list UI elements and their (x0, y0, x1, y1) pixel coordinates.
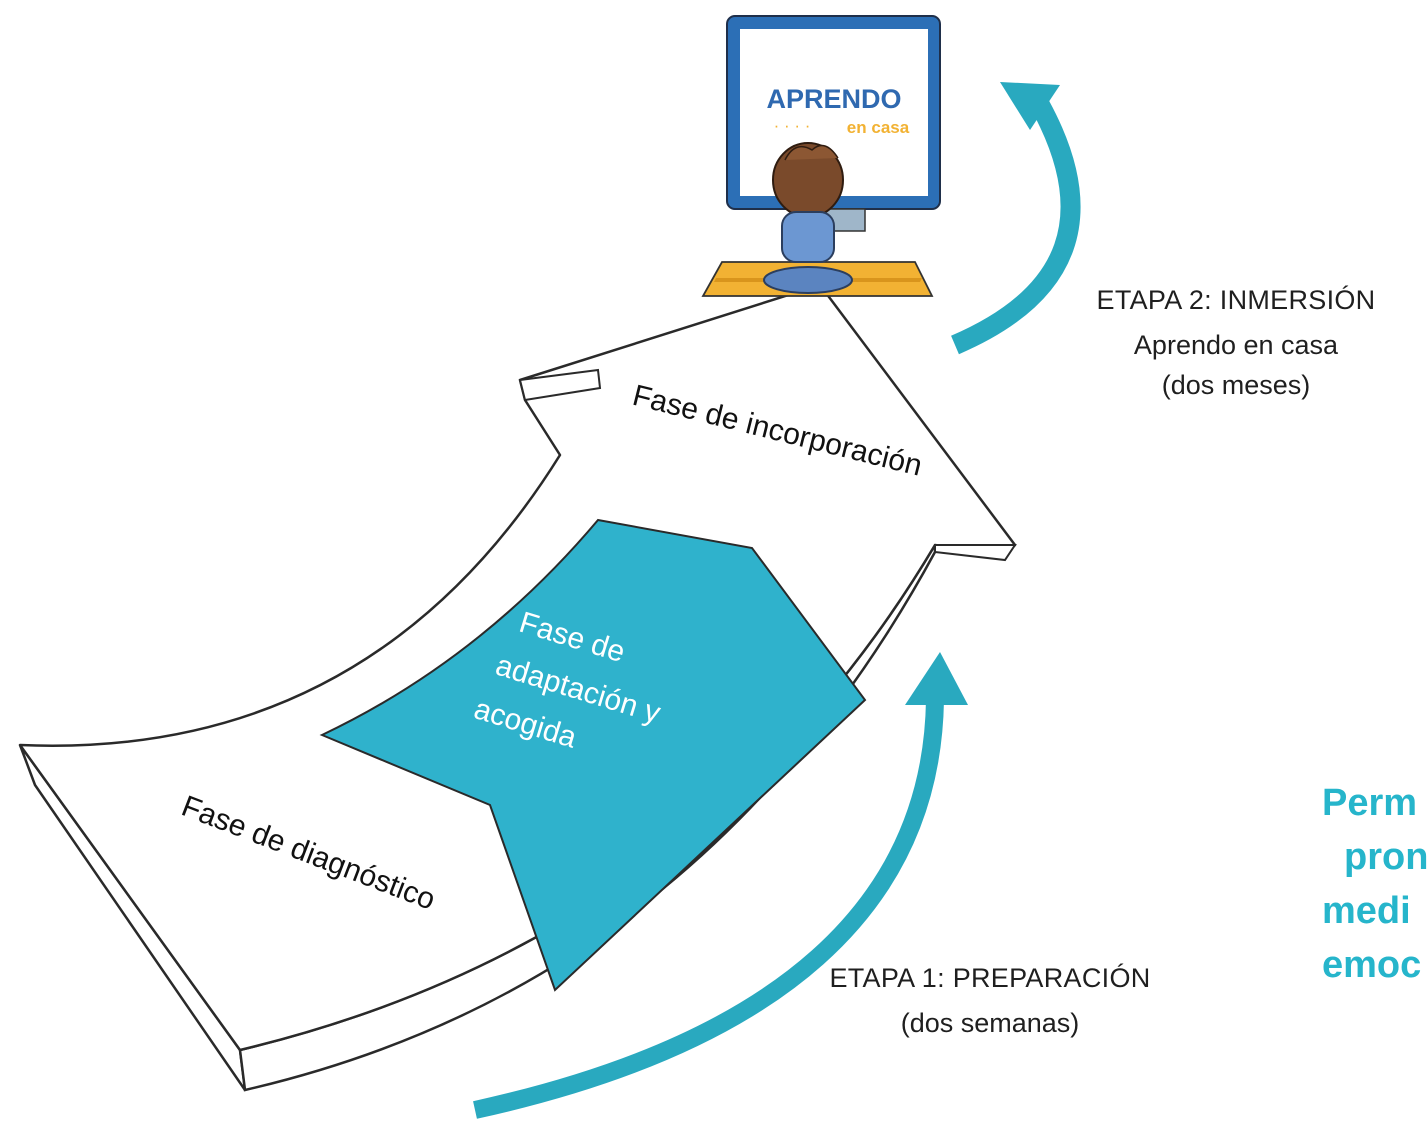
child-legs (763, 266, 853, 294)
child-body (781, 211, 835, 263)
brand-aprendo: APRENDO (766, 84, 901, 114)
etapa2-subtitle: Aprendo en casa (1133, 330, 1339, 360)
etapa2-duration: (dos meses) (1161, 370, 1311, 400)
etapa2-curved-arrow (951, 82, 1081, 355)
side-text-line-1: Perm (1322, 782, 1418, 824)
etapa1-curved-arrow (473, 652, 968, 1119)
monitor-illustration (701, 15, 941, 297)
side-text-line-3: medi (1322, 890, 1411, 932)
side-text-line-2: pron (1344, 836, 1427, 878)
adaptacion-band (319, 518, 867, 992)
etapa1-duration: (dos semanas) (900, 1008, 1080, 1038)
staircase-arrow (18, 283, 1017, 1092)
brand-en-casa: en casa (847, 118, 910, 137)
side-text-line-4: emoc (1322, 944, 1422, 986)
brand-dots: · · · · (774, 116, 811, 135)
arrow-head-right-tip (934, 544, 1017, 562)
arrow-head-left-tip (518, 368, 602, 402)
etapa1-title: ETAPA 1: PREPARACIÓN (829, 963, 1151, 993)
side-text-cut: Perm pron medi emoc (1322, 776, 1427, 992)
etapa2-title: ETAPA 2: INMERSIÓN (1096, 285, 1376, 315)
